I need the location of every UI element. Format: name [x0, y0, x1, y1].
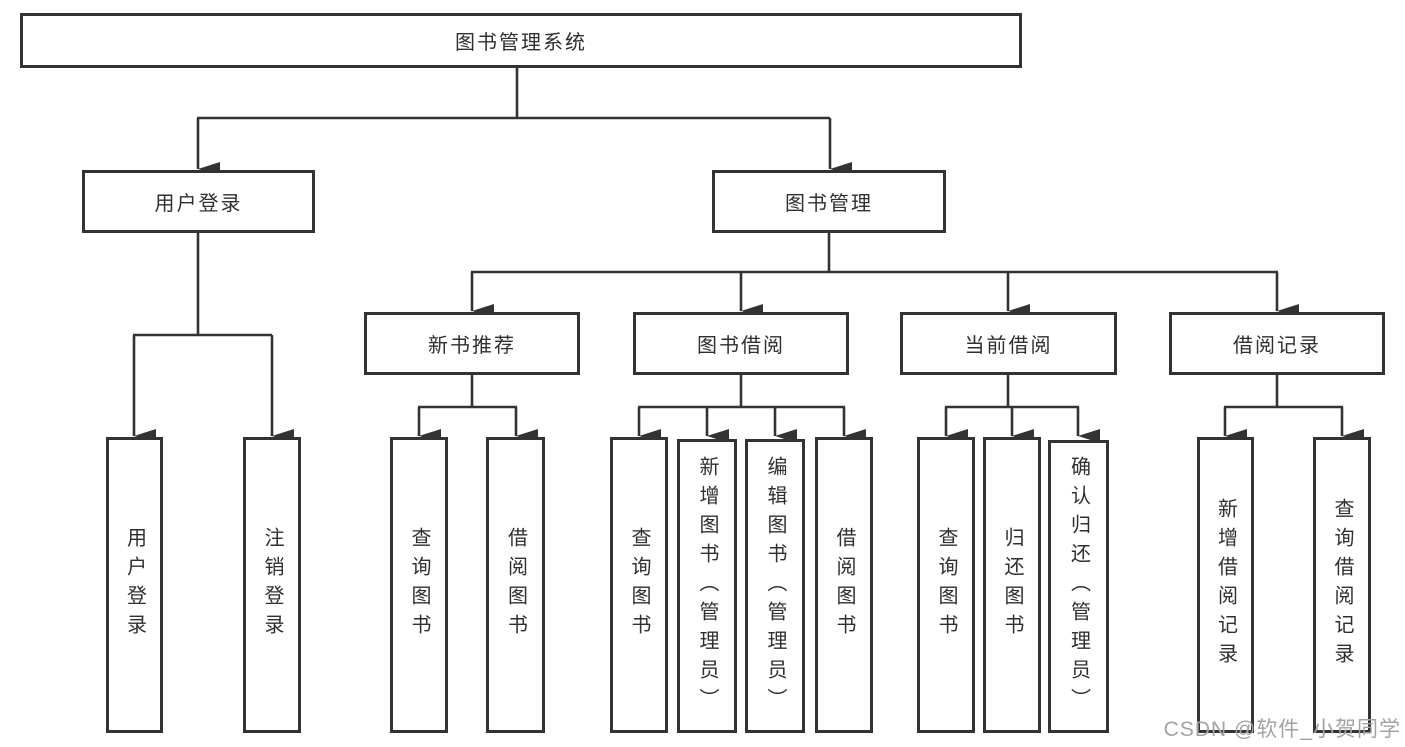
node-label: 确认归还（管理员） — [1067, 456, 1090, 717]
leaf-query-books-recommend: 查询图书 — [390, 437, 448, 733]
node-label: 新增图书（管理员） — [696, 455, 718, 717]
node-new-book-recommendation: 新书推荐 — [364, 312, 580, 375]
node-label: 借阅图书 — [833, 527, 855, 643]
node-label: 查询图书 — [628, 527, 650, 643]
leaf-borrow-books-recommend: 借阅图书 — [486, 437, 545, 733]
node-label: 借阅记录 — [1233, 335, 1321, 357]
node-current-borrowing: 当前借阅 — [900, 312, 1117, 375]
node-label: 查询图书 — [408, 527, 430, 643]
csdn-watermark: CSDN @软件_小贺同学 — [1163, 718, 1401, 741]
node-borrowing-records: 借阅记录 — [1169, 312, 1385, 375]
leaf-query-books-borrow: 查询图书 — [610, 437, 668, 733]
node-label: 注销登录 — [261, 527, 283, 643]
node-label: 新书推荐 — [428, 335, 516, 357]
leaf-query-books-current: 查询图书 — [917, 437, 975, 733]
node-label: 查询图书 — [935, 527, 957, 643]
node-label: 用户登录 — [154, 193, 243, 215]
leaf-borrow-books-borrow: 借阅图书 — [815, 437, 873, 733]
leaf-add-books-admin: 新增图书（管理员） — [677, 439, 737, 733]
node-label: 图书管理系统 — [455, 32, 587, 54]
node-label: 用户登录 — [123, 527, 146, 643]
node-library-management-system: 图书管理系统 — [20, 13, 1022, 68]
leaf-return-books: 归还图书 — [983, 437, 1041, 733]
node-label: 当前借阅 — [964, 335, 1053, 357]
node-label: 图书管理 — [785, 193, 873, 215]
leaf-edit-books-admin: 编辑图书（管理员） — [745, 439, 805, 733]
node-label: 图书借阅 — [697, 335, 785, 357]
leaf-add-borrow-record: 新增借阅记录 — [1197, 437, 1254, 733]
node-label: 借阅图书 — [504, 527, 527, 643]
leaf-user-login: 用户登录 — [106, 437, 163, 733]
node-label: 新增借阅记录 — [1214, 498, 1237, 672]
leaf-confirm-return-admin: 确认归还（管理员） — [1048, 440, 1109, 733]
node-book-management: 图书管理 — [712, 170, 946, 233]
node-user-login: 用户登录 — [82, 170, 315, 233]
node-label: 编辑图书（管理员） — [764, 455, 786, 717]
leaf-query-borrow-record: 查询借阅记录 — [1313, 437, 1371, 733]
node-book-borrowing: 图书借阅 — [633, 312, 849, 375]
node-label: 查询借阅记录 — [1331, 498, 1353, 672]
node-label: 归还图书 — [1001, 527, 1023, 643]
leaf-logout-login: 注销登录 — [243, 437, 301, 733]
